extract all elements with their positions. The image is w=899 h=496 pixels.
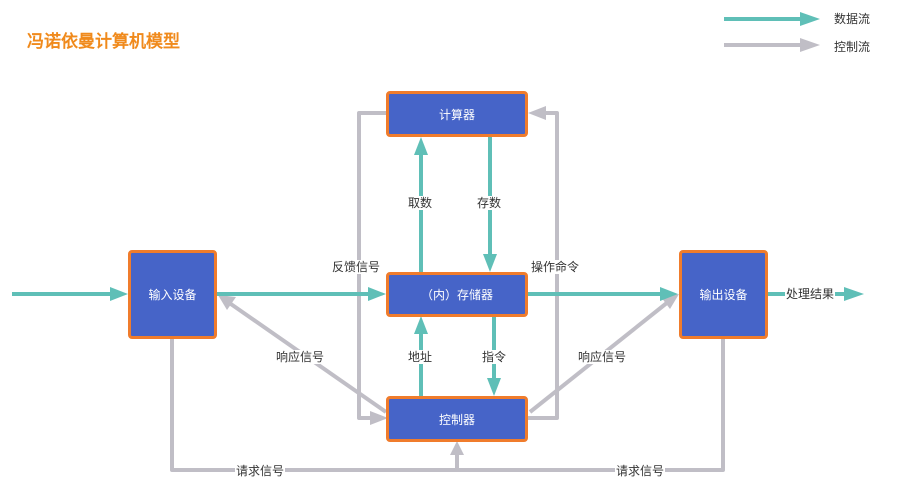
arrowhead-fetch — [414, 137, 428, 155]
arrowhead-memory-to-output — [660, 287, 678, 301]
node-output: 输出设备 — [679, 250, 768, 339]
arrowhead-input-to-memory — [368, 287, 386, 301]
arrowhead-result — [844, 287, 864, 301]
label-request-left: 请求信号 — [235, 464, 286, 478]
edge-request-left — [170, 338, 457, 472]
node-input-label: 输入设备 — [148, 288, 197, 302]
arrowhead-address — [414, 316, 428, 334]
legend — [724, 12, 820, 52]
node-controller-label: 控制器 — [438, 412, 475, 427]
node-alu: 计算器 — [386, 91, 528, 137]
arrowhead-input-in — [110, 287, 128, 301]
node-output-label: 输出设备 — [699, 288, 748, 302]
label-response-left: 响应信号 — [275, 350, 326, 364]
label-response-right: 响应信号 — [577, 350, 628, 364]
arrowhead-instruction — [487, 378, 501, 396]
node-memory: （内）存储器 — [386, 272, 528, 317]
arrowhead-store — [483, 254, 497, 272]
label-result: 处理结果 — [785, 287, 836, 301]
diagram-title: 冯诺依曼计算机模型 — [27, 32, 180, 52]
legend-data-flow-arrow — [800, 12, 820, 26]
arrowhead-operation — [528, 106, 546, 120]
node-controller: 控制器 — [386, 396, 528, 442]
legend-control-flow-label: 控制流 — [834, 40, 871, 54]
node-memory-label: （内）存储器 — [420, 288, 493, 302]
label-fetch: 取数 — [407, 196, 434, 210]
label-address: 地址 — [407, 350, 434, 364]
arrowhead-feedback — [370, 411, 388, 425]
label-instruction: 指令 — [481, 350, 508, 364]
label-operation: 操作命令 — [530, 260, 581, 274]
arrowhead-request — [450, 441, 464, 455]
arrowhead-response-left — [218, 295, 236, 310]
node-input: 输入设备 — [128, 250, 217, 339]
label-store: 存数 — [476, 196, 503, 210]
label-feedback: 反馈信号 — [331, 260, 382, 274]
legend-control-flow-arrow — [800, 38, 820, 52]
edge-request-right — [457, 338, 725, 472]
label-request-right: 请求信号 — [615, 464, 666, 478]
legend-data-flow-label: 数据流 — [834, 12, 871, 26]
node-alu-label: 计算器 — [438, 107, 475, 122]
